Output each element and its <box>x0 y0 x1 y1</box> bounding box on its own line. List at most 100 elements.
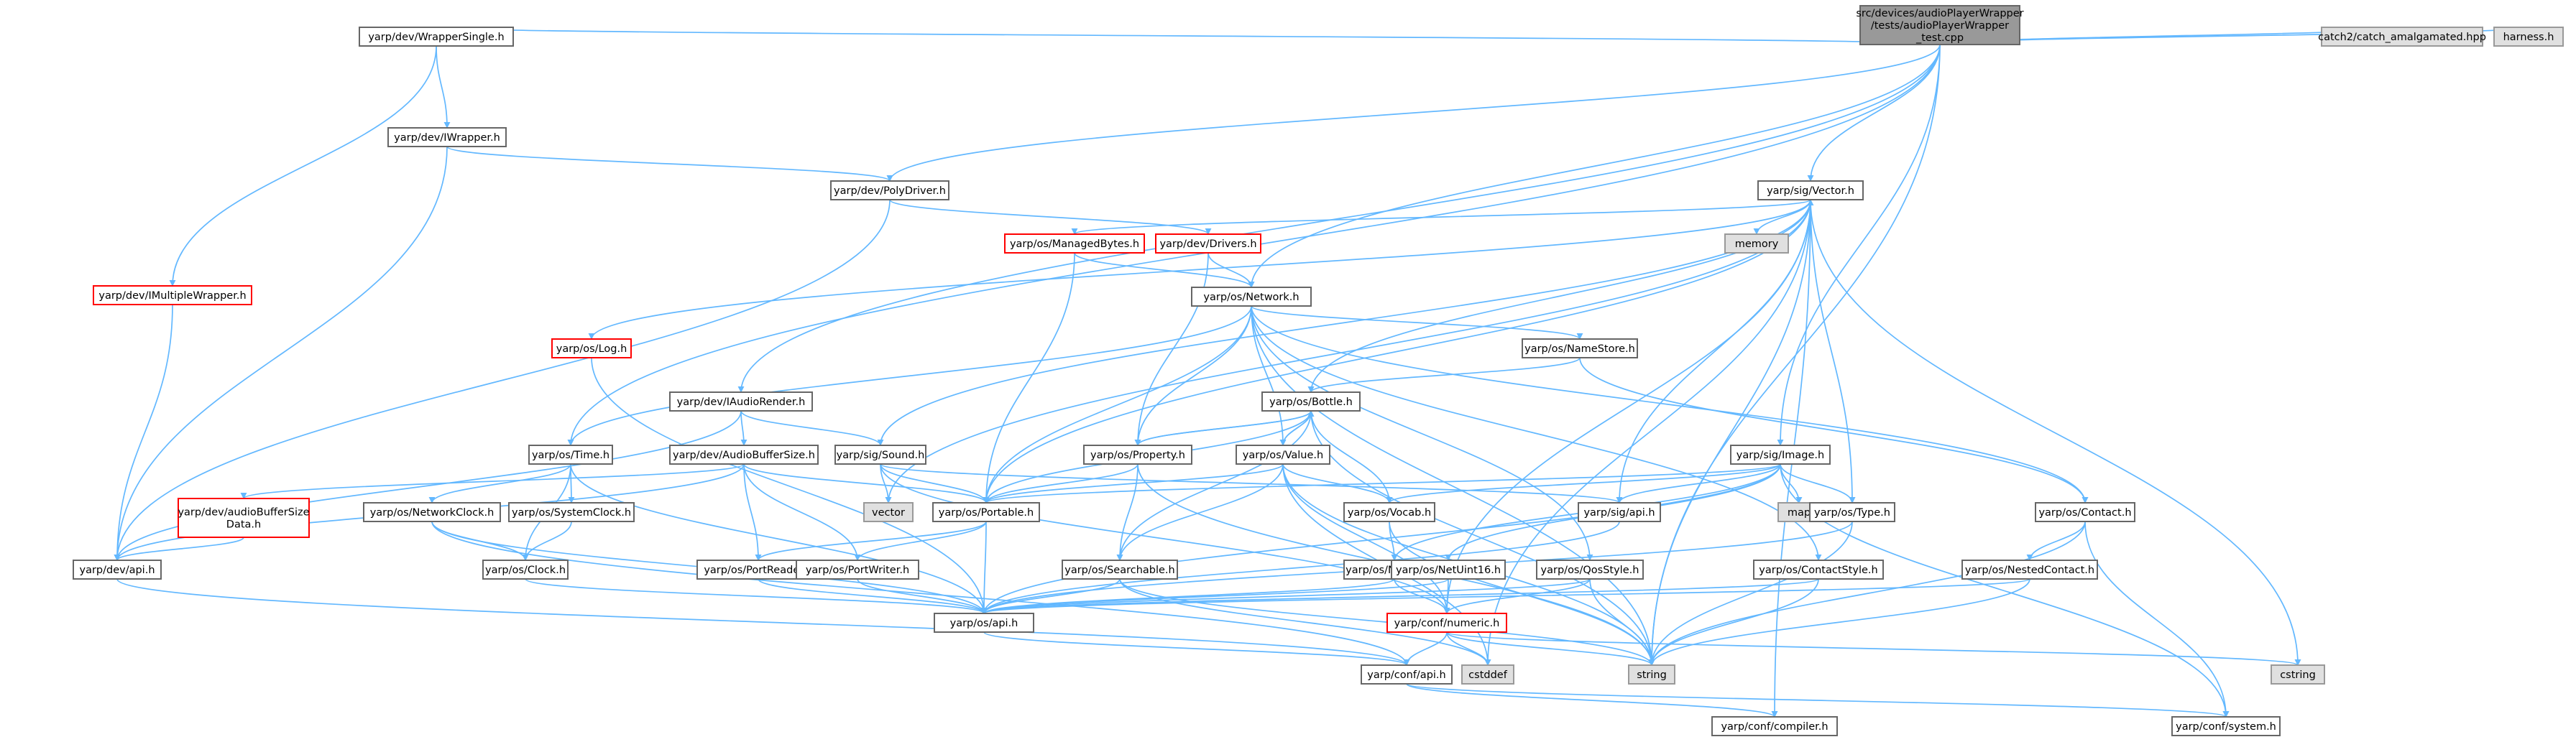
edge-network-to-ostime <box>567 305 1252 446</box>
node-confsystem[interactable]: yarp/conf/system.h <box>2171 716 2281 736</box>
node-box <box>1961 560 2098 580</box>
edge-network-to-portable <box>983 305 1252 504</box>
edge-audiobuffersizedata-to-devapi <box>114 537 244 561</box>
node-portable[interactable]: yarp/os/Portable.h <box>932 502 1040 522</box>
node-root[interactable]: src/devices/audioPlayerWrapper/tests/aud… <box>1856 5 2024 45</box>
node-osapi[interactable]: yarp/os/api.h <box>934 613 1034 633</box>
node-devapi[interactable]: yarp/dev/api.h <box>73 560 162 580</box>
node-sound[interactable]: yarp/sig/Sound.h <box>834 445 926 465</box>
node-label: yarp/dev/api.h <box>79 565 155 576</box>
edge-confnumeric-to-cstring <box>1446 631 2301 666</box>
node-nestedcontact[interactable]: yarp/os/NestedContact.h <box>1961 560 2098 580</box>
node-label: yarp/os/PortWriter.h <box>806 565 909 576</box>
node-label: yarp/os/NetUint16.h <box>1396 565 1501 576</box>
node-box <box>528 445 613 465</box>
node-bottle[interactable]: yarp/os/Bottle.h <box>1261 391 1361 412</box>
edge-contact-to-confsystem <box>2084 521 2230 718</box>
edge-confnumeric-to-confapi <box>1403 631 1448 666</box>
node-memory[interactable]: memory <box>1724 233 1789 254</box>
edge-sound-to-sigapi <box>880 463 1623 504</box>
node-label: yarp/os/QosStyle.h <box>1541 565 1639 576</box>
edge-namestore-to-contact <box>1579 357 2089 504</box>
edge-osclock-to-osapi <box>525 578 988 614</box>
node-label: yarp/dev/audioBufferSize <box>178 507 309 519</box>
node-contactstyle[interactable]: yarp/os/ContactStyle.h <box>1753 560 1884 580</box>
node-sigimage[interactable]: yarp/sig/Image.h <box>1730 445 1831 465</box>
edge-nestedcontact-to-string <box>1648 578 2030 666</box>
node-polydriver[interactable]: yarp/dev/PolyDriver.h <box>830 180 949 200</box>
node-vocab[interactable]: yarp/os/Vocab.h <box>1343 502 1435 522</box>
node-oslog[interactable]: yarp/os/Log.h <box>551 338 632 358</box>
edge-property-to-searchable <box>1116 463 1138 561</box>
node-label: src/devices/audioPlayerWrapper <box>1856 8 2023 19</box>
edge-sigimage-to-sigapi <box>1616 463 1781 504</box>
edge-drivers-to-property <box>1134 252 1209 446</box>
edge-confnumeric-to-cstddef <box>1446 631 1491 666</box>
node-string[interactable]: string <box>1628 664 1675 685</box>
node-ostime[interactable]: yarp/os/Time.h <box>528 445 613 465</box>
node-label: string <box>1637 669 1667 681</box>
edge-root-to-iaudiorender <box>737 44 1941 393</box>
node-label: yarp/sig/Sound.h <box>837 450 925 461</box>
node-managedbytes[interactable]: yarp/os/ManagedBytes.h <box>1004 233 1145 254</box>
node-box <box>934 613 1034 633</box>
node-drivers[interactable]: yarp/dev/Drivers.h <box>1155 233 1261 254</box>
node-cstddef[interactable]: cstddef <box>1461 664 1514 685</box>
node-box <box>2171 716 2281 736</box>
node-osvalue[interactable]: yarp/os/Value.h <box>1236 445 1330 465</box>
node-systemclock[interactable]: yarp/os/SystemClock.h <box>508 502 635 522</box>
nodes-layer: src/devices/audioPlayerWrapper/tests/aud… <box>73 5 2564 736</box>
node-box <box>1343 502 1435 522</box>
edge-osvalue-to-portable <box>983 463 1284 504</box>
node-property[interactable]: yarp/os/Property.h <box>1083 445 1192 465</box>
node-contact[interactable]: yarp/os/Contact.h <box>2035 502 2135 522</box>
node-audiobuffersize[interactable]: yarp/dev/AudioBufferSize.h <box>669 445 819 465</box>
node-ostype[interactable]: yarp/os/Type.h <box>1809 502 1895 522</box>
edge-sigimage-to-portable <box>983 463 1781 504</box>
node-iaudiorender[interactable]: yarp/dev/IAudioRender.h <box>669 391 813 412</box>
node-sigvector[interactable]: yarp/sig/Vector.h <box>1757 180 1864 200</box>
node-box <box>1386 613 1507 633</box>
edge-sigvector-to-cstring <box>1810 199 2301 666</box>
edge-iwrapper-to-devapi <box>114 146 448 561</box>
node-sigapi[interactable]: yarp/sig/api.h <box>1578 502 1661 522</box>
node-vector[interactable]: vector <box>863 502 914 522</box>
node-imultiplewrapper[interactable]: yarp/dev/IMultipleWrapper.h <box>93 285 252 305</box>
node-label: yarp/os/NameStore.h <box>1524 343 1635 355</box>
node-catch2[interactable]: catch2/catch_amalgamated.hpp <box>2318 27 2486 47</box>
edge-network-to-string <box>1251 305 1655 666</box>
node-box <box>93 285 252 305</box>
node-confcompiler[interactable]: yarp/conf/compiler.h <box>1711 716 1838 736</box>
edge-portable-to-portwriter <box>854 521 987 561</box>
edge-portwriter-to-osapi <box>857 578 988 614</box>
node-label: yarp/dev/IAudioRender.h <box>677 396 806 408</box>
edge-osapi-to-confapi <box>983 631 1410 666</box>
node-iwrapper[interactable]: yarp/dev/IWrapper.h <box>387 127 507 147</box>
node-label: yarp/os/ContactStyle.h <box>1759 565 1877 576</box>
node-netuint16[interactable]: yarp/os/NetUint16.h <box>1391 560 1506 580</box>
node-network[interactable]: yarp/os/Network.h <box>1191 287 1312 307</box>
node-networkclock[interactable]: yarp/os/NetworkClock.h <box>363 502 501 522</box>
node-portwriter[interactable]: yarp/os/PortWriter.h <box>796 560 919 580</box>
node-osclock[interactable]: yarp/os/Clock.h <box>482 560 569 580</box>
node-wrappersingle[interactable]: yarp/dev/WrapperSingle.h <box>359 27 514 47</box>
node-confapi[interactable]: yarp/conf/api.h <box>1361 664 1453 685</box>
node-box <box>1809 502 1895 522</box>
node-label: yarp/os/Network.h <box>1203 292 1299 303</box>
node-confnumeric[interactable]: yarp/conf/numeric.h <box>1386 613 1507 633</box>
node-cstring[interactable]: cstring <box>2271 664 2325 685</box>
edge-polydriver-to-devapi <box>114 199 891 561</box>
node-searchable[interactable]: yarp/os/Searchable.h <box>1062 560 1178 580</box>
node-harness[interactable]: harness.h <box>2493 27 2564 47</box>
node-box <box>551 338 632 358</box>
node-label: catch2/catch_amalgamated.hpp <box>2318 32 2486 43</box>
edge-sigvector-to-bottle <box>1307 199 1811 393</box>
node-box <box>508 502 635 522</box>
edge-root-to-polydriver <box>886 44 1941 182</box>
node-namestore[interactable]: yarp/os/NameStore.h <box>1522 338 1638 358</box>
node-qosstyle[interactable]: yarp/os/QosStyle.h <box>1536 560 1644 580</box>
edge-qosstyle-to-osapi <box>980 578 1591 614</box>
edge-oslog-to-osapi <box>591 357 988 614</box>
